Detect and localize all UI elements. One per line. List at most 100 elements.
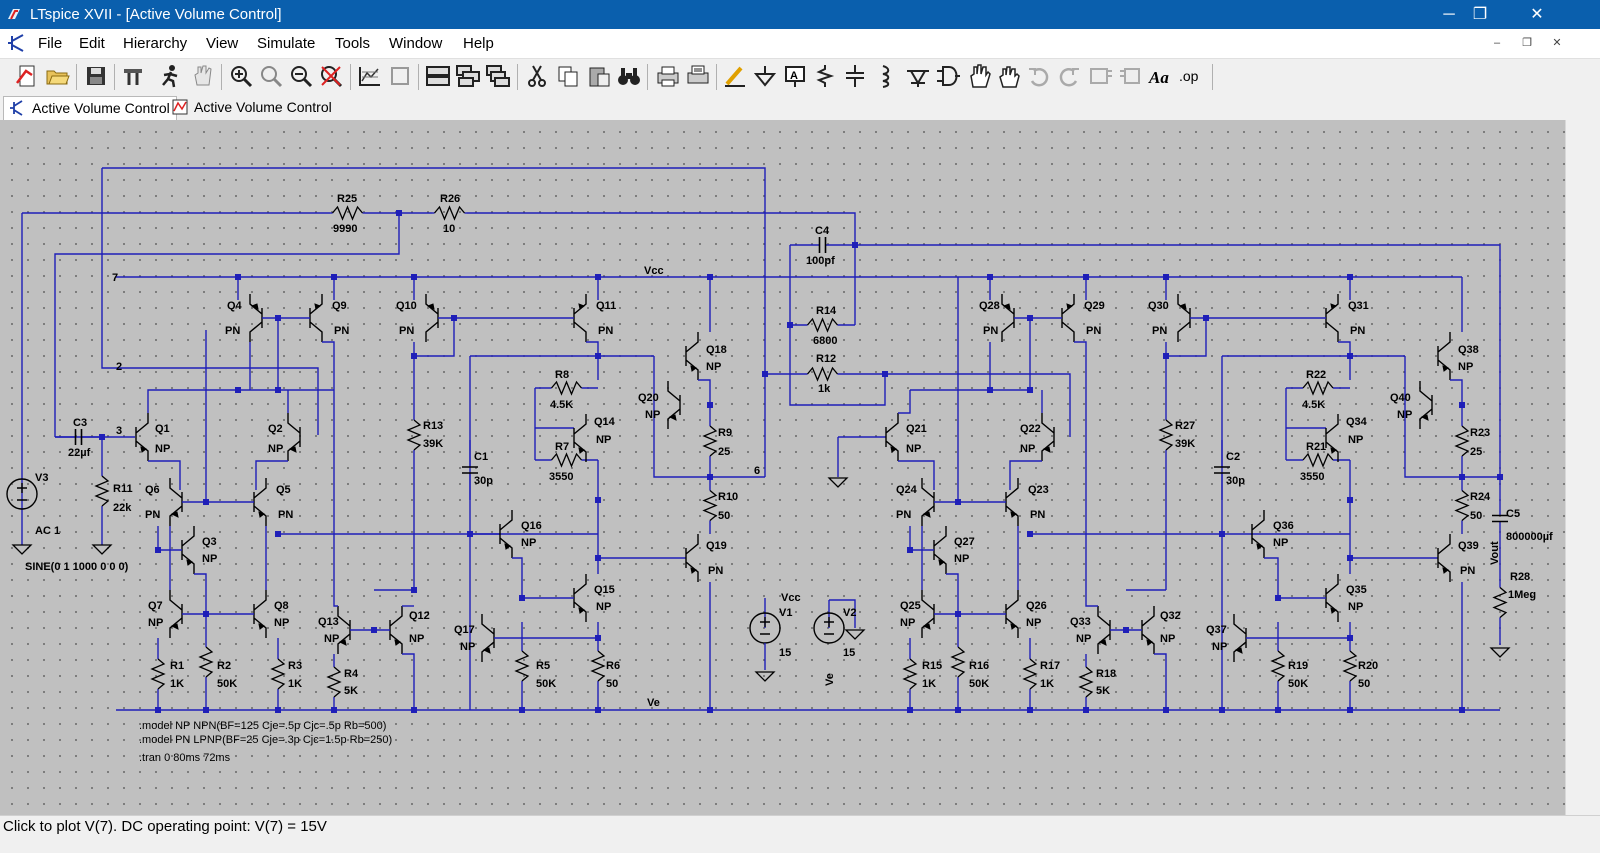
label-Q8m[interactable]: NP [274, 617, 289, 629]
label-C1[interactable]: C1 [474, 451, 488, 463]
transistor-arrow[interactable] [482, 647, 491, 654]
label-Q14[interactable]: Q14 [594, 416, 616, 428]
label-R15v[interactable]: 1K [922, 678, 936, 690]
cascade-icon[interactable] [485, 63, 511, 89]
paste-icon[interactable] [586, 63, 612, 89]
label-vout[interactable]: Vout [1489, 541, 1501, 565]
vertical-scrollbar[interactable] [1565, 120, 1600, 815]
capacitor-C1[interactable] [462, 466, 478, 474]
transistor-arrow[interactable] [690, 567, 698, 574]
label-R16v[interactable]: 50K [969, 678, 989, 690]
wire-junction[interactable] [882, 371, 888, 377]
label-R3[interactable]: R3 [288, 660, 302, 672]
transistor-arrow[interactable] [288, 446, 297, 453]
label-Q40m[interactable]: NP [1397, 409, 1412, 421]
label-Q19[interactable]: Q19 [706, 540, 727, 552]
ground-symbol[interactable] [754, 671, 776, 682]
transistor-Q32[interactable] [1141, 606, 1155, 654]
label-Q29[interactable]: Q29 [1084, 300, 1105, 312]
transistor-Q40[interactable] [1419, 381, 1433, 429]
autorange-icon[interactable] [357, 63, 383, 89]
wire-junction[interactable] [331, 707, 337, 713]
wire-junction[interactable] [852, 242, 858, 248]
transistor-Q9[interactable] [309, 294, 323, 342]
capacitor-C4[interactable] [818, 237, 827, 253]
label-V3sine[interactable]: SINE(0 1 1000 0 0 0) [25, 561, 129, 573]
transistor-Q37[interactable] [1233, 614, 1247, 662]
label-R16[interactable]: R16 [969, 660, 989, 672]
label-Q13[interactable]: Q13 [318, 616, 339, 628]
resistor-R20[interactable] [1342, 650, 1358, 682]
wire[interactable] [512, 557, 523, 598]
label-Q39m[interactable]: PN [1460, 565, 1475, 577]
transistor-Q22[interactable] [1041, 413, 1055, 461]
transistor-Q27[interactable] [933, 526, 947, 574]
resistor-R16[interactable] [950, 646, 966, 678]
wire-junction[interactable] [203, 707, 209, 713]
transistor-Q35[interactable] [1325, 574, 1339, 622]
label-Q8[interactable]: Q8 [274, 600, 289, 612]
wire[interactable] [1085, 500, 1098, 607]
label-Q31[interactable]: Q31 [1348, 300, 1369, 312]
label-R19v[interactable]: 50K [1288, 678, 1308, 690]
menu-help[interactable]: Help [463, 35, 494, 52]
label-C2v[interactable]: 30p [1226, 475, 1245, 487]
label-Q29m[interactable]: PN [1086, 325, 1101, 337]
label-R6v[interactable]: 50 [606, 678, 618, 690]
label-R8[interactable]: R8 [555, 369, 569, 381]
transistor-arrow[interactable] [1330, 607, 1338, 614]
ground-icon[interactable] [752, 63, 778, 89]
label-Q3m[interactable]: NP [202, 553, 217, 565]
label-R23[interactable]: R23 [1470, 427, 1490, 439]
save-icon[interactable] [83, 63, 109, 89]
label-R28v[interactable]: 1Meg [1508, 589, 1536, 601]
label-R20v[interactable]: 50 [1358, 678, 1370, 690]
wire[interactable] [414, 318, 455, 357]
wire[interactable] [855, 244, 1501, 477]
label-Q30[interactable]: Q30 [1148, 300, 1169, 312]
label-Q11m[interactable]: PN [598, 325, 613, 337]
label-Q19m[interactable]: PN [708, 565, 723, 577]
label-Q24[interactable]: Q24 [896, 484, 918, 496]
wire[interactable] [898, 460, 935, 490]
label-Q26[interactable]: Q26 [1026, 600, 1047, 612]
label-Q5[interactable]: Q5 [276, 484, 291, 496]
transistor-arrow[interactable] [890, 446, 898, 453]
label-R15[interactable]: R15 [922, 660, 942, 672]
halt-icon[interactable] [189, 63, 215, 89]
label-Q10[interactable]: Q10 [396, 300, 417, 312]
tile-horizontal-icon[interactable] [425, 63, 451, 89]
control-panel-icon[interactable] [120, 63, 146, 89]
label-Q31m[interactable]: PN [1350, 325, 1365, 337]
transistor-arrow[interactable] [258, 623, 266, 630]
redo-icon[interactable] [1056, 63, 1082, 89]
resistor-R12[interactable] [807, 366, 838, 382]
label-Q35m[interactable]: NP [1348, 601, 1363, 613]
label-n2[interactable]: 2 [116, 361, 122, 373]
label-R17v[interactable]: 1K [1040, 678, 1054, 690]
label-Q40[interactable]: Q40 [1390, 392, 1411, 404]
wire-junction[interactable] [411, 707, 417, 713]
wire[interactable] [333, 500, 338, 607]
label-Q28[interactable]: Q28 [979, 300, 1000, 312]
wire-junction[interactable] [987, 387, 993, 393]
label-Q18[interactable]: Q18 [706, 344, 727, 356]
label-C2[interactable]: C2 [1226, 451, 1240, 463]
transistor-Q30[interactable] [1177, 294, 1191, 342]
label-R10[interactable]: R10 [718, 491, 738, 503]
print-icon[interactable] [685, 63, 711, 89]
resistor-R27[interactable] [1158, 419, 1174, 451]
resistor-R23[interactable] [1454, 425, 1470, 457]
wire[interactable] [322, 341, 335, 500]
transistor-arrow[interactable] [938, 559, 946, 566]
label-R21[interactable]: R21 [1306, 441, 1326, 453]
resistor-R15[interactable] [902, 658, 918, 690]
transistor-arrow[interactable] [394, 639, 402, 646]
label-R2v[interactable]: 50K [217, 678, 237, 690]
capacitor-C3[interactable] [74, 429, 83, 445]
mdi-close-button[interactable]: ✕ [1552, 37, 1562, 49]
label-Q32m[interactable]: NP [1160, 633, 1175, 645]
wire[interactable] [194, 573, 207, 614]
wire-junction[interactable] [275, 707, 281, 713]
